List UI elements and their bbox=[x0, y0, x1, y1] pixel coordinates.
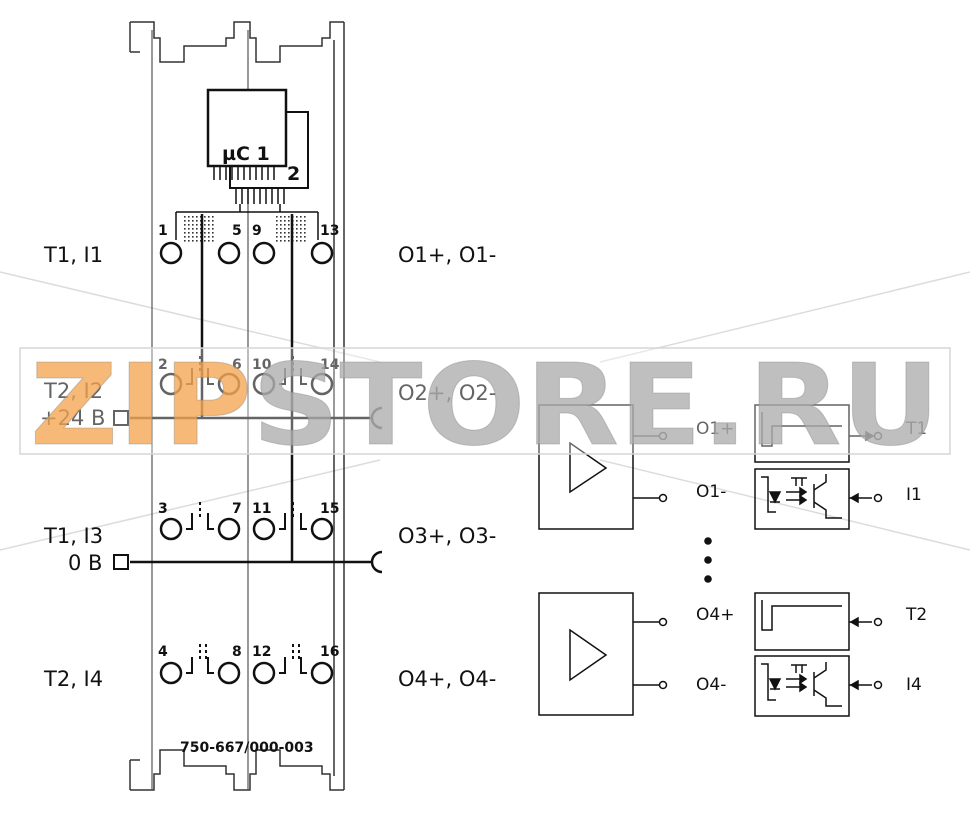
circuit-label-o4minus: O4- bbox=[696, 675, 726, 695]
test-block-1 bbox=[754, 404, 883, 463]
terminal-number: 16 bbox=[320, 644, 339, 660]
terminal-number: 15 bbox=[320, 501, 339, 517]
background-lines bbox=[0, 271, 970, 551]
circuit-labels: O1+ O1- O4+ O4- T1 I1 T2 I4 bbox=[696, 419, 927, 695]
chip-label: µC 1 bbox=[222, 143, 270, 165]
amplifier-4 bbox=[538, 592, 668, 716]
row-label-t1-i1: T1, I1 bbox=[43, 243, 103, 267]
watermark-text-gray: STORE.RU bbox=[252, 341, 940, 471]
terminal-number: 9 bbox=[252, 223, 262, 239]
terminal-number: 3 bbox=[158, 501, 168, 517]
terminal-number: 4 bbox=[158, 644, 168, 660]
row-label-o4: O4+, O4- bbox=[398, 667, 496, 691]
row-label-plus24: +24 B bbox=[40, 406, 105, 430]
amplifier-1 bbox=[538, 404, 668, 530]
watermark-text-orange: ZIP bbox=[30, 341, 252, 471]
terminal-numbers: 1 5 9 13 2 6 10 14 3 7 11 15 4 8 12 16 bbox=[158, 223, 340, 660]
terminal-number: 5 bbox=[232, 223, 242, 239]
circuit-label-t2: T2 bbox=[905, 605, 927, 625]
row-label-t2-i2: T2, I2 bbox=[43, 379, 103, 403]
row-label-t2-i4: T2, I4 bbox=[43, 667, 103, 691]
circuit-label-o1minus: O1- bbox=[696, 482, 726, 502]
circuit-label-o4plus: O4+ bbox=[696, 605, 734, 625]
left-labels: T1, I1 T2, I2 +24 B T1, I3 0 B T2, I4 bbox=[40, 243, 105, 691]
circuit-label-i4: I4 bbox=[906, 675, 922, 695]
right-labels: O1+, O1- O2+, O2- O3+, O3- O4+, O4- bbox=[398, 243, 496, 691]
optocoupler-4 bbox=[754, 655, 883, 717]
row-label-0v: 0 B bbox=[68, 551, 102, 575]
module-housing bbox=[129, 21, 345, 791]
circuit-label-o1plus: O1+ bbox=[696, 419, 734, 439]
circuit-label-i1: I1 bbox=[906, 485, 922, 505]
terminal-number: 10 bbox=[252, 357, 272, 373]
terminal-number: 7 bbox=[232, 501, 242, 517]
terminal-block bbox=[159, 241, 334, 685]
supply-connectors bbox=[113, 406, 383, 574]
row-label-o3: O3+, O3- bbox=[398, 524, 496, 548]
terminal-number: 11 bbox=[252, 501, 271, 517]
part-number: 750-667/000-003 bbox=[180, 740, 314, 756]
circuit-label-t1: T1 bbox=[905, 419, 927, 439]
chip2-label: 2 bbox=[287, 163, 300, 185]
chip-bus bbox=[175, 204, 319, 240]
row-label-t1-i3: T1, I3 bbox=[43, 524, 103, 548]
terminal-number: 1 bbox=[158, 223, 168, 239]
terminal-number: 12 bbox=[252, 644, 271, 660]
test-block-4 bbox=[754, 592, 883, 651]
optocoupler-1 bbox=[754, 468, 883, 530]
ellipsis-dots bbox=[704, 537, 712, 583]
row-label-o2: O2+, O2- bbox=[398, 381, 496, 405]
terminal-number: 14 bbox=[320, 357, 340, 373]
terminal-number: 8 bbox=[232, 644, 242, 660]
terminal-number: 13 bbox=[320, 223, 339, 239]
row-label-o1: O1+, O1- bbox=[398, 243, 496, 267]
microcontroller: µC 1 2 bbox=[206, 88, 309, 204]
terminal-springs bbox=[186, 356, 307, 674]
terminal-number: 6 bbox=[232, 357, 242, 373]
terminal-number: 2 bbox=[158, 357, 168, 373]
